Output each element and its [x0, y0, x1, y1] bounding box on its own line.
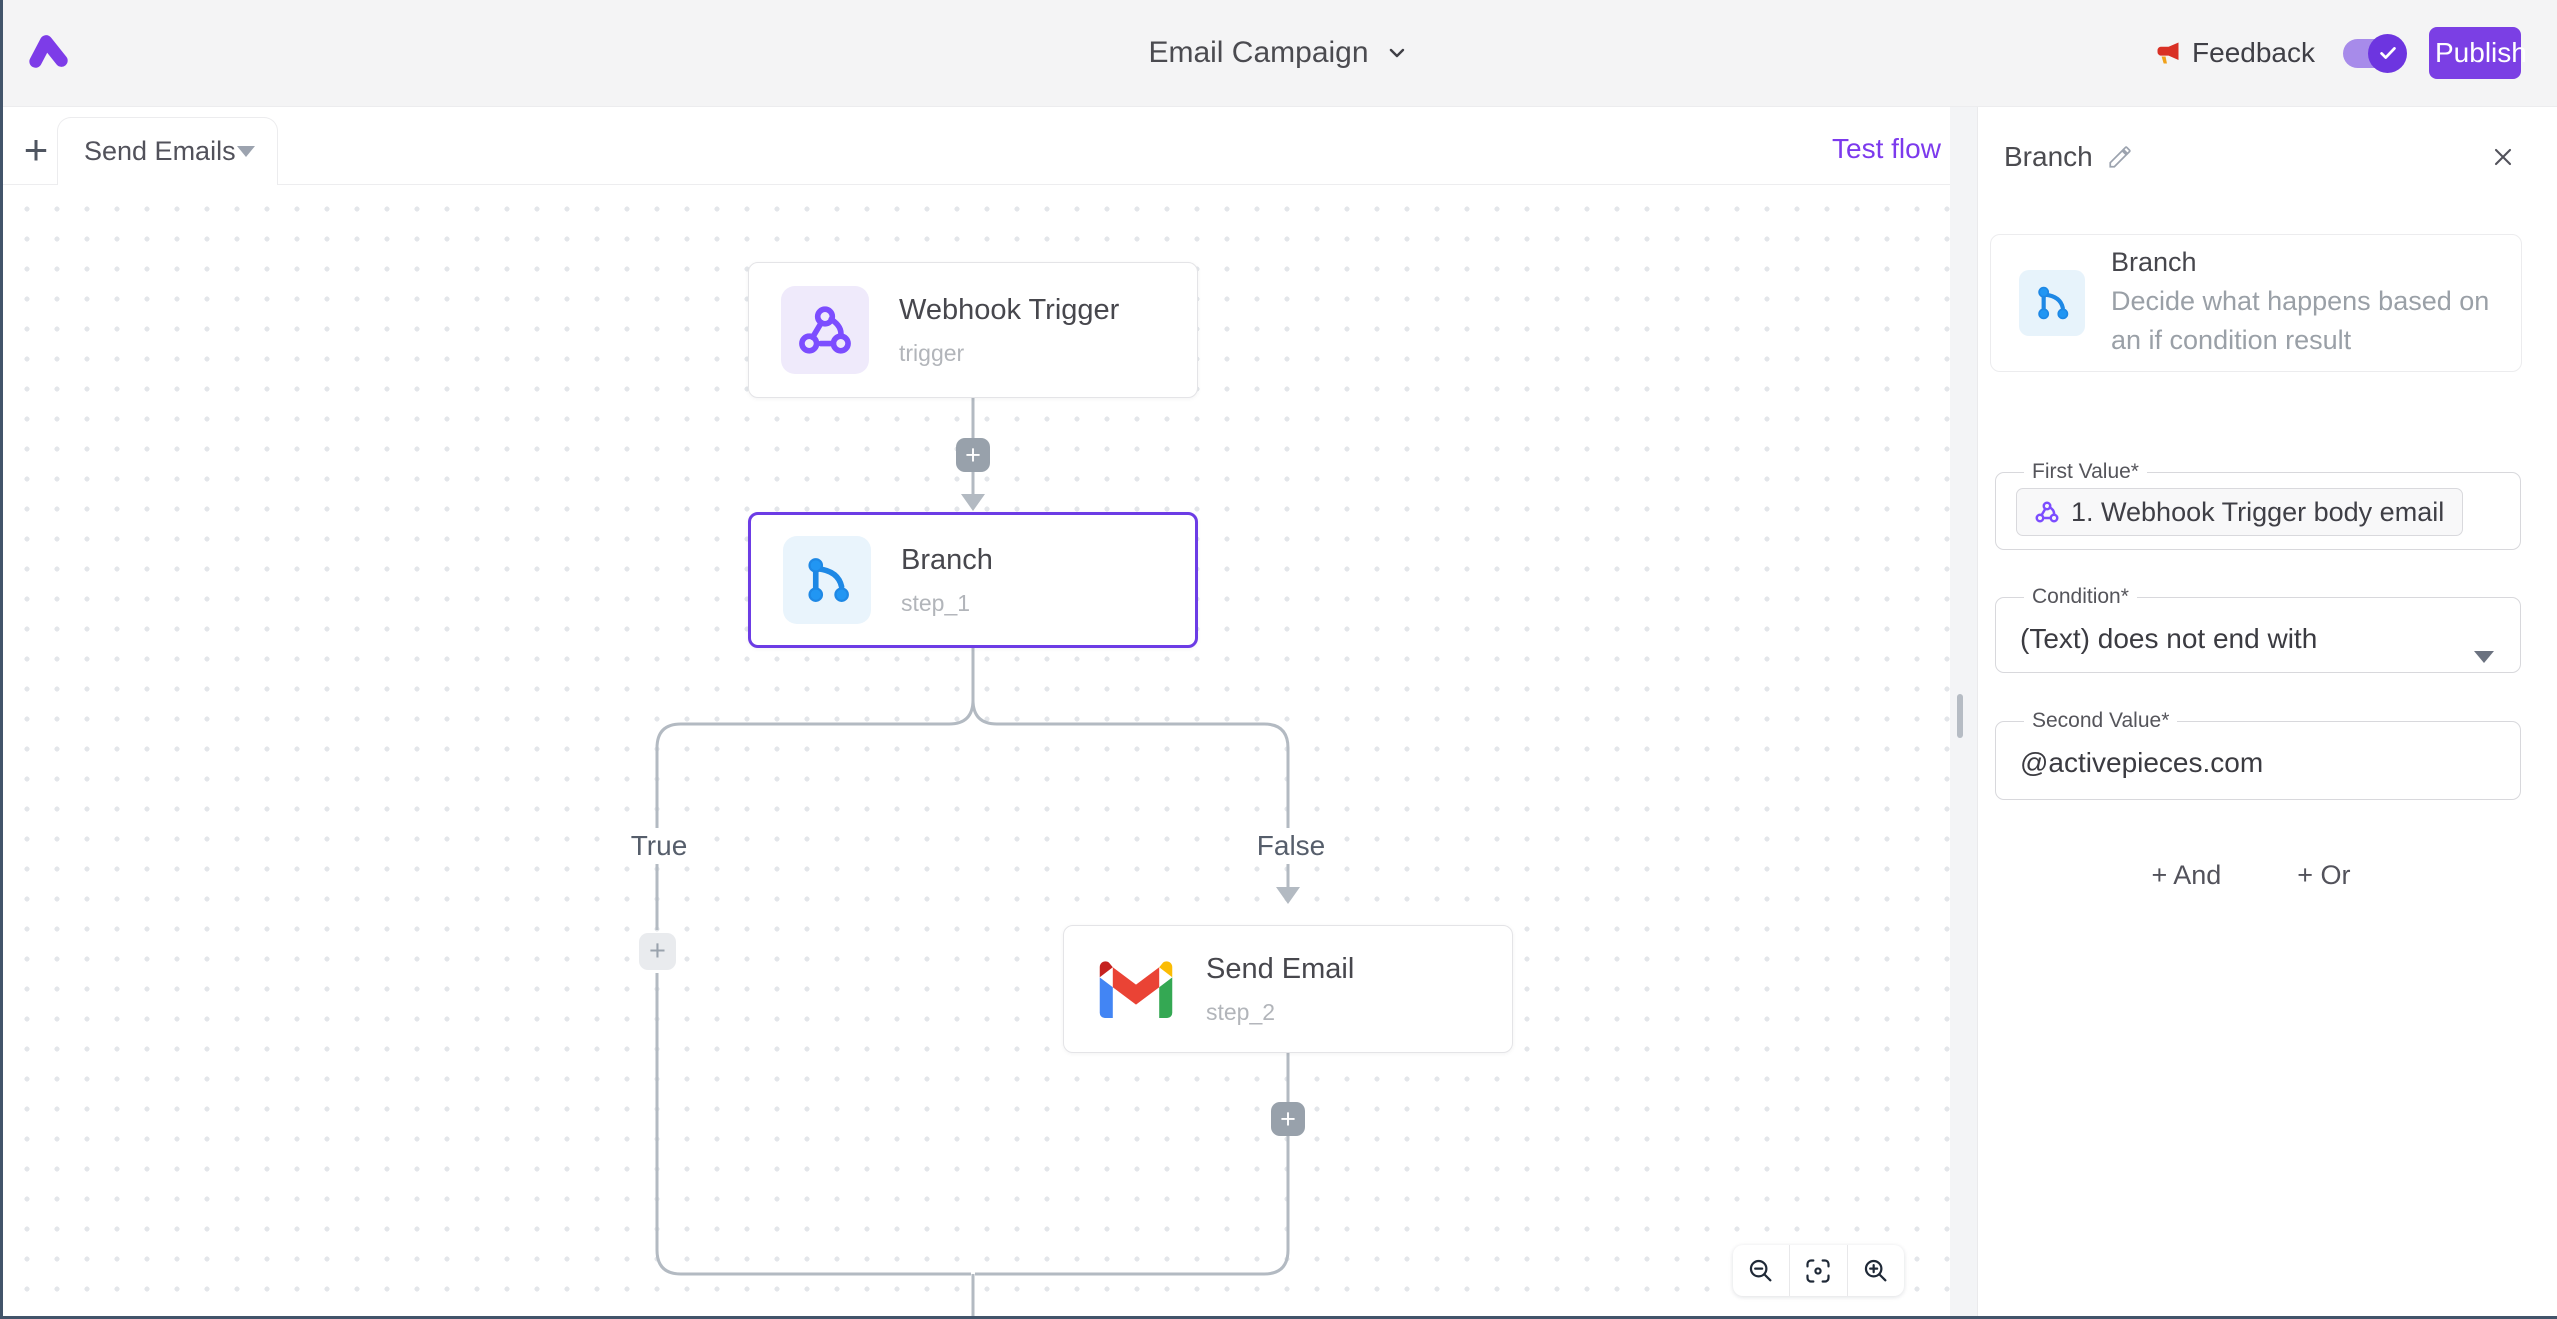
webhook-icon-box [781, 286, 869, 374]
feedback-label: Feedback [2192, 37, 2315, 68]
condition-value: (Text) does not end with [2020, 623, 2318, 654]
condition-logic-buttons: + And + Or [1978, 852, 2524, 899]
tabbar-divider [0, 184, 1950, 185]
node-title: Send Email [1206, 952, 1355, 985]
header-actions: Feedback Publish [2154, 0, 2527, 106]
second-value-field[interactable]: Second Value* @activepieces.com [1995, 709, 2521, 800]
node-subtitle: step_2 [1206, 998, 1276, 1025]
piece-name: Branch [2111, 246, 2197, 277]
branch-piece-icon-box [2019, 270, 2085, 336]
zoom-in-button[interactable] [1846, 1245, 1904, 1296]
webhook-icon [799, 306, 851, 354]
add-or-condition-button[interactable]: + Or [2287, 852, 2360, 899]
node-text: Send Email step_2 [1206, 953, 1354, 1026]
branch-true-label: True [622, 828, 696, 864]
node-webhook-trigger[interactable]: Webhook Trigger trigger [748, 262, 1198, 398]
second-value-text: @activepieces.com [2020, 747, 2264, 778]
edit-pencil-icon[interactable] [2107, 144, 2133, 170]
node-subtitle: trigger [899, 339, 965, 366]
first-value-field[interactable]: First Value* 1. Webhook Trigger body ema… [1995, 460, 2521, 550]
zoom-in-icon [1864, 1259, 1887, 1281]
flow-title-menu[interactable]: Email Campaign [1148, 0, 1408, 106]
first-value-label: First Value* [2032, 460, 2139, 483]
fit-view-icon [1806, 1258, 1831, 1283]
test-flow-link[interactable]: Test flow [1826, 132, 1947, 166]
canvas-zoom-controls [1733, 1245, 1904, 1296]
fit-view-button[interactable] [1789, 1245, 1846, 1296]
add-flow-tab-button[interactable]: + [23, 126, 49, 173]
webhook-icon [2035, 501, 2059, 523]
zoom-out-icon [1750, 1259, 1772, 1281]
megaphone-icon [2157, 42, 2179, 64]
close-panel-icon[interactable] [2489, 143, 2517, 171]
feedback-button[interactable]: Feedback [2154, 37, 2315, 69]
branch-icon-box [783, 536, 871, 624]
tab-caret-icon [237, 146, 255, 157]
gmail-icon [1099, 961, 1173, 1018]
panel-resize-handle[interactable] [1957, 694, 1963, 738]
window-edge-left [0, 0, 3, 1319]
flow-title: Email Campaign [1148, 36, 1369, 69]
condition-select[interactable]: Condition* (Text) does not end with [1995, 585, 2521, 673]
add-step-after-email-button[interactable]: + [1271, 1102, 1305, 1136]
node-send-email[interactable]: Send Email step_2 [1063, 925, 1513, 1053]
first-value-token-chip[interactable]: 1. Webhook Trigger body email [2016, 488, 2464, 536]
node-subtitle: step_1 [901, 589, 971, 616]
piece-info-card: Branch Decide what happens based on an i… [1990, 234, 2522, 372]
branch-icon [808, 558, 849, 602]
panel-resize-gutter[interactable] [1950, 107, 1977, 1319]
window-edge-bottom [0, 1316, 2557, 1319]
node-branch[interactable]: Branch step_1 [748, 512, 1198, 648]
select-caret-icon [2474, 651, 2494, 663]
add-step-true-branch-button[interactable]: + [639, 933, 676, 970]
node-text: Webhook Trigger trigger [899, 294, 1119, 367]
flow-tab-label: Send Emails [84, 136, 236, 166]
publish-button[interactable]: Publish [2429, 27, 2527, 79]
node-text: Branch step_1 [901, 544, 993, 617]
chevron-down-icon [1389, 48, 1404, 58]
add-step-button[interactable]: + [956, 438, 990, 472]
top-header: Email Campaign Feedback Publish [0, 0, 2557, 107]
condition-label: Condition* [2032, 585, 2129, 608]
panel-header: Branch [2004, 141, 2133, 173]
piece-description: Decide what happens based on an if condi… [2111, 285, 2490, 355]
check-icon [2379, 47, 2396, 59]
gmail-icon-box [1096, 949, 1176, 1029]
toggle-thumb [2368, 33, 2407, 73]
add-and-condition-button[interactable]: + And [2141, 852, 2231, 899]
flow-tab-send-emails[interactable]: Send Emails [57, 117, 278, 185]
activepieces-logo-icon[interactable] [26, 28, 72, 74]
node-title: Webhook Trigger [899, 293, 1120, 326]
panel-title: Branch [2004, 141, 2093, 172]
branch-icon [2038, 286, 2069, 320]
node-title: Branch [901, 543, 993, 576]
publish-toggle[interactable] [2343, 33, 2407, 73]
step-settings-panel: Branch [1977, 107, 2557, 1319]
first-value-token-text: 1. Webhook Trigger body email [2071, 496, 2445, 527]
branch-false-label: False [1248, 828, 1334, 864]
piece-info-text: Branch Decide what happens based on an i… [2111, 247, 2511, 360]
second-value-label: Second Value* [2032, 709, 2170, 732]
zoom-out-button[interactable] [1733, 1245, 1789, 1296]
